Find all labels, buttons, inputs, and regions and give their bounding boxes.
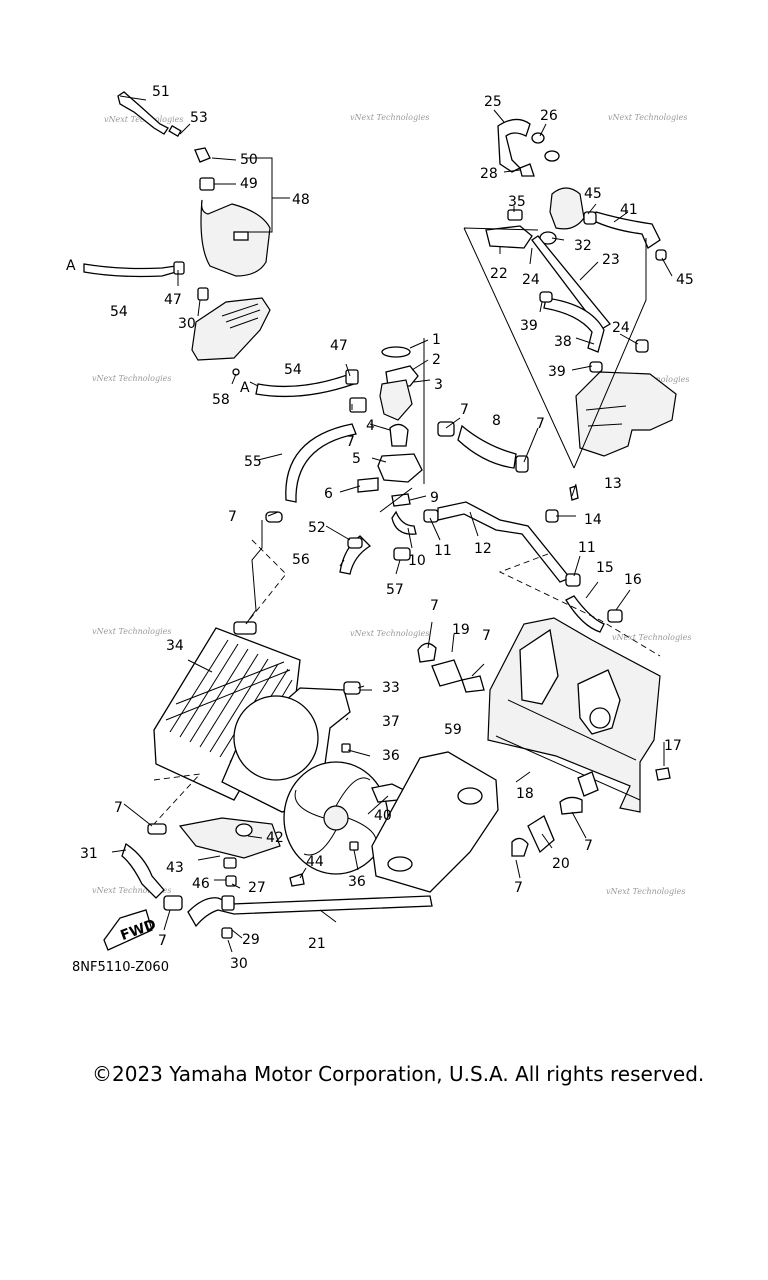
water-pump-assembly [463, 118, 677, 469]
label-45: 45 [676, 272, 694, 288]
watermark: vNext Technologies [92, 374, 171, 383]
label-49: 49 [240, 176, 258, 192]
frame-assembly [371, 485, 671, 893]
label-47: 47 [330, 338, 348, 354]
label-7: 7 [158, 933, 167, 949]
copyright-notice: ©2023 Yamaha Motor Corporation, U.S.A. A… [92, 1062, 705, 1086]
label-11: 11 [578, 540, 596, 556]
label-7: 7 [514, 880, 523, 896]
label-30: 30 [230, 956, 248, 972]
label-25: 25 [484, 94, 502, 110]
label-7: 7 [584, 838, 593, 854]
label-31: 31 [80, 846, 98, 862]
label-a: A [66, 258, 76, 274]
watermark: vNext Technologies [92, 627, 171, 636]
label-22: 22 [490, 266, 508, 282]
label-28: 28 [480, 166, 498, 182]
label-33: 33 [382, 680, 400, 696]
label-2: 2 [432, 352, 441, 368]
label-30: 30 [178, 316, 196, 332]
label-59: 59 [444, 722, 462, 738]
label-5: 5 [352, 451, 361, 467]
label-40: 40 [374, 808, 392, 824]
radiator-assembly [121, 520, 433, 939]
label-14: 14 [584, 512, 602, 528]
label-3: 3 [434, 377, 443, 393]
label-7: 7 [346, 434, 355, 450]
label-54: 54 [110, 304, 128, 320]
label-19: 19 [452, 622, 470, 638]
part-labels: 1 2 3 4 5 6 7 7 7 7 7 7 7 7 7 7 8 9 10 1… [66, 84, 694, 972]
label-43: 43 [166, 860, 184, 876]
label-58: 58 [212, 392, 230, 408]
label-4: 4 [366, 418, 375, 434]
label-13: 13 [604, 476, 622, 492]
label-20: 20 [552, 856, 570, 872]
label-21: 21 [308, 936, 326, 952]
label-57: 57 [386, 582, 404, 598]
label-47: 47 [164, 292, 182, 308]
label-42: 42 [266, 830, 284, 846]
label-51: 51 [152, 84, 170, 100]
label-11: 11 [434, 543, 452, 559]
label-29: 29 [242, 932, 260, 948]
label-9: 9 [430, 490, 439, 506]
label-53: 53 [190, 110, 208, 126]
label-8: 8 [492, 413, 501, 429]
reservoir-assembly [83, 91, 290, 376]
label-10: 10 [408, 553, 426, 569]
label-15: 15 [596, 560, 614, 576]
label-27: 27 [248, 880, 266, 896]
label-54: 54 [284, 362, 302, 378]
parts-diagram: vNext Technologies vNext Technologies vN… [66, 84, 694, 972]
label-45: 45 [584, 186, 602, 202]
label-48: 48 [292, 192, 310, 208]
label-56: 56 [292, 552, 310, 568]
watermark: vNext Technologies [92, 886, 171, 895]
label-34: 34 [166, 638, 184, 654]
label-46: 46 [192, 876, 210, 892]
label-18: 18 [516, 786, 534, 802]
label-37: 37 [382, 714, 400, 730]
watermark: vNext Technologies [350, 113, 429, 122]
label-6: 6 [324, 486, 333, 502]
label-7: 7 [430, 598, 439, 614]
label-26: 26 [540, 108, 558, 124]
label-1: 1 [432, 332, 441, 348]
label-7: 7 [114, 800, 123, 816]
label-44: 44 [306, 854, 324, 870]
label-39: 39 [548, 364, 566, 380]
label-39: 39 [520, 318, 538, 334]
watermark: vNext Technologies [608, 113, 687, 122]
label-32: 32 [574, 238, 592, 254]
forward-arrow-icon: FWD [103, 909, 158, 951]
label-7: 7 [228, 509, 237, 525]
label-16: 16 [624, 572, 642, 588]
label-38: 38 [554, 334, 572, 350]
watermark: vNext Technologies [612, 633, 691, 642]
diagram-code: 8NF5110-Z060 [72, 960, 169, 975]
watermarks: vNext Technologies vNext Technologies vN… [92, 113, 691, 896]
label-24: 24 [522, 272, 540, 288]
label-36: 36 [348, 874, 366, 890]
label-24: 24 [612, 320, 630, 336]
label-7: 7 [482, 628, 491, 644]
label-7: 7 [536, 416, 545, 432]
label-12: 12 [474, 541, 492, 557]
label-41: 41 [620, 202, 638, 218]
label-36: 36 [382, 748, 400, 764]
label-a: A [240, 380, 250, 396]
watermark: vNext Technologies [606, 887, 685, 896]
label-7: 7 [460, 402, 469, 418]
label-23: 23 [602, 252, 620, 268]
label-50: 50 [240, 152, 258, 168]
label-52: 52 [308, 520, 326, 536]
watermark: vNext Technologies [350, 629, 429, 638]
label-17: 17 [664, 738, 682, 754]
label-35: 35 [508, 194, 526, 210]
leader-lines [111, 95, 673, 953]
label-55: 55 [244, 454, 262, 470]
